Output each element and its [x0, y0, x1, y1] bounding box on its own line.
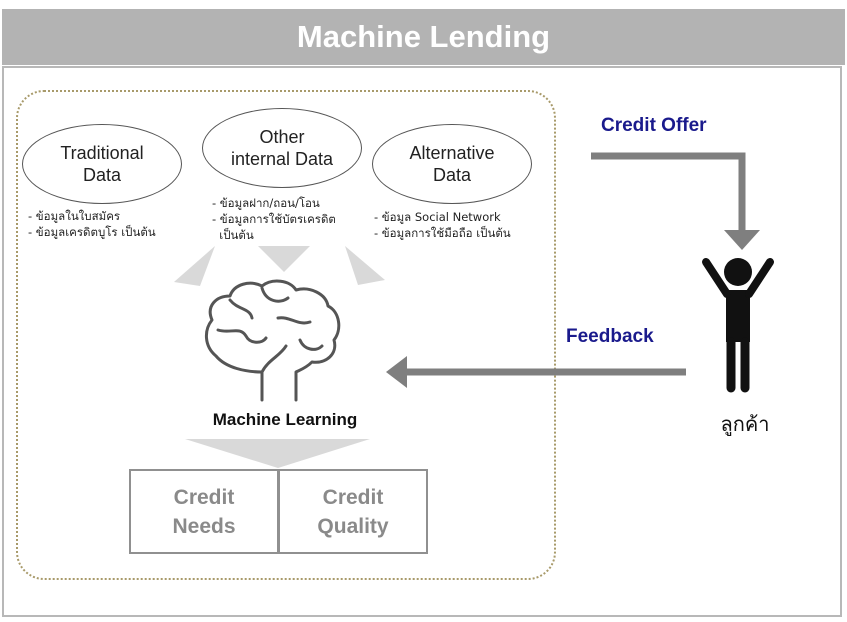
diagram-frame — [2, 66, 842, 617]
credit-quality-line1: Credit — [322, 485, 384, 509]
converge-arrow-center — [258, 246, 310, 272]
brain-icon — [205, 279, 341, 402]
credit-needs-line2: Needs — [172, 514, 236, 538]
list-item: - ข้อมูลเครดิตบูโร เป็นต้น — [28, 225, 156, 239]
alternative-data-examples: - ข้อมูล Social Network - ข้อมูลการใช้มื… — [374, 209, 511, 241]
other-internal-data-node: Other internal Data — [202, 108, 362, 188]
alternative-data-label-2: Data — [432, 165, 471, 185]
output-funnel-arrow — [185, 439, 370, 468]
traditional-data-examples: - ข้อมูลในใบสมัคร - ข้อมูลเครดิตบูโร เป็… — [28, 208, 156, 240]
other-internal-data-label-1: Other — [259, 127, 305, 147]
traditional-data-label-1: Traditional — [60, 143, 144, 163]
list-item: - ข้อมูลการใช้มือถือ เป็นต้น — [374, 226, 511, 240]
credit-offer-label: Credit Offer — [601, 115, 707, 136]
feedback-label: Feedback — [566, 326, 654, 347]
person-icon — [702, 258, 774, 393]
machine-learning-label: Machine Learning — [212, 410, 358, 429]
alternative-data-label-1: Alternative — [409, 143, 495, 163]
list-item: - ข้อมูลในใบสมัคร — [28, 209, 121, 223]
credit-needs-box: Credit Needs — [129, 469, 279, 554]
page-title: Machine Lending — [2, 9, 845, 65]
list-item: - ข้อมูลฝาก/ถอน/โอน — [212, 196, 320, 210]
credit-offer-arrow — [591, 152, 760, 250]
list-item: เป็นต้น — [212, 228, 254, 242]
customer-label: ลูกค้า — [720, 412, 770, 436]
list-item: - ข้อมูลการใช้บัตรเครดิต — [212, 212, 336, 226]
data-sources-container — [16, 90, 556, 580]
credit-needs-line1: Credit — [173, 485, 235, 509]
traditional-data-label-2: Data — [82, 165, 122, 185]
credit-quality-line2: Quality — [317, 514, 389, 538]
alternative-data-node: Alternative Data — [372, 124, 532, 204]
other-internal-data-examples: - ข้อมูลฝาก/ถอน/โอน - ข้อมูลการใช้บัตรเค… — [212, 195, 336, 243]
list-item: - ข้อมูล Social Network — [374, 210, 501, 224]
credit-quality-box: Credit Quality — [278, 469, 428, 554]
traditional-data-node: Traditional Data — [22, 124, 182, 204]
other-internal-data-label-2: internal Data — [230, 149, 334, 169]
converge-arrow-right — [345, 246, 385, 285]
page-title-text: Machine Lending — [296, 19, 551, 54]
feedback-arrow — [386, 356, 686, 388]
converge-arrow-left — [174, 246, 215, 286]
